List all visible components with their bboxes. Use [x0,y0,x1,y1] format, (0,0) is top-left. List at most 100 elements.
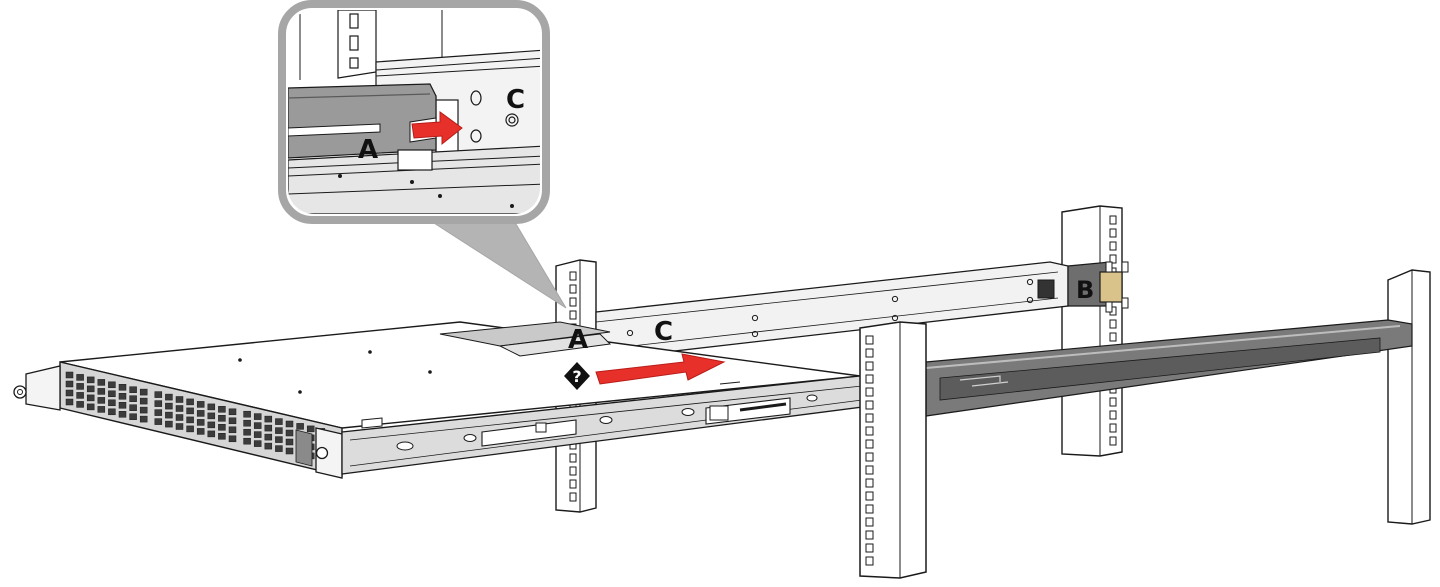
ethernet-port [243,410,251,418]
ethernet-port [65,371,74,379]
zoom-callout: A C [278,0,550,224]
label-b-main: B [1076,276,1094,304]
ethernet-port [76,374,84,381]
step-badge-text: ? [572,367,581,386]
ethernet-port [218,406,226,413]
ethernet-port [65,389,74,397]
ethernet-port [76,401,84,408]
ethernet-port [129,395,137,402]
rack-hole [865,387,874,397]
ethernet-port [165,393,173,401]
rack-hole [569,297,577,307]
ethernet-port [275,427,283,434]
rack-hole [1109,423,1117,433]
rack-hole [1109,215,1117,225]
ethernet-port [154,418,163,425]
ethernet-port [285,447,294,455]
ethernet-port [207,421,216,429]
ethernet-port-grid [65,371,326,467]
ethernet-port [228,417,237,425]
ethernet-port [154,391,163,398]
rack-hole [569,310,577,320]
ethernet-port [97,397,106,404]
rear-right-rack-post [1061,205,1123,457]
ethernet-port [218,433,226,440]
rack-post-holes [865,335,874,566]
ethernet-port [139,415,148,423]
left-slide-rail [595,261,1129,361]
ethernet-port [306,425,315,433]
ethernet-port [243,419,251,427]
ethernet-port [129,404,137,411]
ethernet-port [165,420,173,428]
label-a-zoom: A [358,135,378,165]
rack-hole [865,478,874,488]
rack-hole [865,530,874,540]
ethernet-port [186,416,194,424]
ethernet-port [207,412,216,420]
ethernet-port [86,376,95,384]
ethernet-port [139,388,148,396]
far-right-rack-post [1387,269,1431,525]
ethernet-port [275,445,283,452]
ethernet-port [253,422,262,429]
ethernet-port [97,379,106,386]
ethernet-port [196,401,205,408]
right-arrow-icon [411,111,463,146]
rack-hole [569,492,577,502]
ethernet-port [175,414,184,421]
ethernet-port [86,385,95,393]
rack-hole [569,479,577,489]
rack-hole [865,413,874,423]
switch-chassis [13,321,861,479]
right-outer-rail [925,319,1413,417]
ethernet-port [154,400,163,407]
ethernet-port [196,410,205,417]
rail-keyhole-slots [396,394,818,451]
rack-hole [865,348,874,358]
rack-hole [865,517,874,527]
rear-bracket-b [1099,261,1129,313]
ethernet-port [76,392,84,399]
rack-hole [569,466,577,476]
ethernet-port [118,411,127,418]
thumbscrew-icon [315,446,329,460]
ethernet-port [118,402,127,409]
chassis-inner-rail [341,375,871,475]
ethernet-port [285,420,294,428]
ethernet-port [243,437,251,445]
rack-hole [865,556,874,566]
rack-hole [1109,228,1117,238]
rack-hole [865,465,874,475]
label-c-main: C [654,317,673,347]
rack-hole [1109,254,1117,264]
ethernet-port [218,415,226,422]
ethernet-port [228,435,237,443]
ethernet-port [186,425,194,433]
ethernet-port [139,397,148,405]
ethernet-port [97,406,106,413]
ethernet-port [285,438,294,446]
ethernet-port [97,388,106,395]
ethernet-port [264,424,273,432]
ethernet-port [186,407,194,415]
rack-hole [1109,241,1117,251]
ethernet-port [275,436,283,443]
rack-hole [569,453,577,463]
ethernet-port [186,398,194,406]
rack-hole [865,374,874,384]
ethernet-port [296,423,304,430]
ethernet-port [129,386,137,393]
label-a-main: A [568,325,588,355]
ethernet-port [264,433,273,441]
ethernet-port [65,380,74,388]
rack-hole [865,452,874,462]
diamond-step-icon: ? [564,362,590,390]
ethernet-port [285,429,294,437]
rack-hole [1109,410,1117,420]
ethernet-port [253,431,262,438]
rail-holes [626,278,1034,338]
ethernet-port [264,415,273,423]
